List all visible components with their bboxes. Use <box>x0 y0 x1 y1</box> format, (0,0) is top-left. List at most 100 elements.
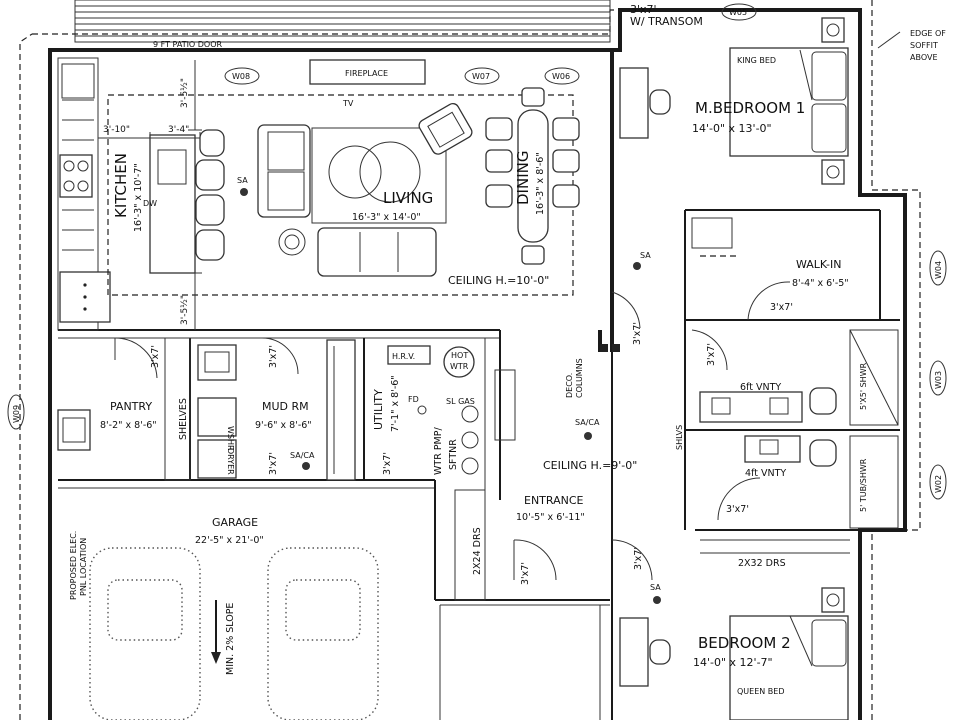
dryer-label: DRYER <box>226 448 235 475</box>
walkin-size: 8'-4" x 6'-5" <box>792 278 849 289</box>
kitchen-island <box>149 129 225 274</box>
kitchen-cabinets <box>57 57 99 331</box>
master-bed <box>619 17 849 185</box>
dimension-lines <box>97 60 202 330</box>
garage-size: 22'-5" x 21'-0" <box>195 535 264 546</box>
sa-ca-label-mud: SA/CA <box>290 451 315 460</box>
bedroom2-name: BEDROOM 2 <box>698 634 791 652</box>
ceiling-height-main: CEILING H.=10'-0" <box>448 274 549 287</box>
living-name: LIVING <box>383 189 433 207</box>
vanity-4ft-label: 4ft VNTY <box>745 468 786 479</box>
pantry-fixtures <box>57 337 191 481</box>
garage-cars <box>89 547 379 720</box>
dining-table <box>485 87 580 265</box>
dim-island-bottom: 3'-5½" <box>180 295 190 325</box>
fridge <box>59 271 111 323</box>
dim-island-top: 3'-5½" <box>180 78 190 108</box>
pantry-size: 8'-2" x 8'-6" <box>100 420 157 431</box>
soffit-leader <box>877 31 901 49</box>
window-tags <box>7 3 947 500</box>
closet2-doors-label: 2X32 DRS <box>738 558 786 569</box>
master-bedroom-size: 14'-0" x 13'-0" <box>692 122 772 135</box>
walkin-closet <box>691 217 791 321</box>
window-tag-w04: W04 <box>934 261 943 279</box>
columns-label: COLUMNS <box>575 358 584 398</box>
tv-label: TV <box>342 99 354 108</box>
utility-door-size: 3'x7' <box>382 452 393 475</box>
shower-label: 5'X5' SHWR <box>859 362 868 410</box>
water-pump-label: WTR PMP/ <box>433 427 444 475</box>
electrical-panel-label-2: PNL LOCATION <box>79 538 88 596</box>
softener-label: SFTNR <box>448 439 459 470</box>
sa-label-living: SA <box>237 176 248 185</box>
soffit-note-2: SOFFIT <box>910 41 938 50</box>
utility-name: UTILITY <box>372 389 385 430</box>
bath2-door-size: 3'x7' <box>726 504 749 515</box>
window-tag-w05: W05 <box>729 8 747 17</box>
fireplace-label: FIREPLACE <box>345 69 388 78</box>
closet-doors-label: 2X24 DRS <box>472 527 483 575</box>
dim-island-width: 3'-4" <box>168 125 189 135</box>
mudroom-size: 9'-6" x 8'-6" <box>255 420 312 431</box>
walkin-door-size: 3'x7' <box>770 302 793 313</box>
hrv-label: H.R.V. <box>392 352 415 361</box>
hot-water-label-2: WTR <box>450 362 469 371</box>
window-tag-w06: W06 <box>552 72 570 81</box>
range-cooktop <box>59 154 93 198</box>
walkin-name: WALK-IN <box>796 258 841 271</box>
window-tag-w02: W02 <box>934 475 943 493</box>
bed2-door-size: 3'x7' <box>633 547 644 570</box>
sa-label-bed2: SA <box>650 583 661 592</box>
vanity-6ft-label: 6ft VNTY <box>740 382 781 393</box>
window-tag-w03: W03 <box>934 371 943 389</box>
dim-kitchen-width: 3'-10" <box>103 125 130 135</box>
window-tag-w08: W08 <box>232 72 250 81</box>
floor-drain-label: FD <box>408 395 419 404</box>
shelves-label: SHELVES <box>178 398 189 440</box>
dishwasher-label: DW <box>143 199 157 208</box>
kitchen-size: 16'-3" x 10'-7" <box>133 163 144 232</box>
kitchen-name: KITCHEN <box>112 153 130 218</box>
sa-label-hall: SA <box>640 251 651 260</box>
bedroom2-size: 14'-0" x 12'-7" <box>693 656 773 669</box>
ceiling-height-entry: CEILING H.=9'-0" <box>543 459 637 472</box>
garage-name: GARAGE <box>212 516 258 529</box>
pantry-door-size: 3'x7' <box>150 345 161 368</box>
dining-size: 16'-3" x 8'-6" <box>535 152 546 215</box>
deco-label: DECO. <box>565 373 574 398</box>
utility-equipment <box>387 345 516 475</box>
smoke-alarms <box>240 188 661 604</box>
fireplace <box>309 59 426 85</box>
garage-slope-label: MIN. 2% SLOPE <box>225 603 236 675</box>
transom-label: W/ TRANSOM <box>630 15 703 28</box>
living-size: 16'-3" x 14'-0" <box>352 212 421 223</box>
shelves-hall-label: SHLVS <box>675 425 684 450</box>
utility-size: 7'-1" x 8'-6" <box>390 375 401 432</box>
entrance-fixtures <box>454 291 641 601</box>
electrical-panel-label-1: PROPOSED ELEC. <box>69 531 78 600</box>
interior-walls <box>58 209 900 720</box>
mud-garage-door-size: 3'x7' <box>268 452 279 475</box>
hot-water-label-1: HOT <box>451 351 468 360</box>
entrance-size: 10'-5" x 6'-11" <box>516 512 585 523</box>
mudroom-door-size: 3'x7' <box>268 345 279 368</box>
sa-ca-label-entry: SA/CA <box>575 418 600 427</box>
king-bed-label: KING BED <box>737 56 776 65</box>
bath-door-size: 3'x7' <box>706 343 717 366</box>
entrance-name: ENTRANCE <box>524 494 584 507</box>
window-tag-w07: W07 <box>472 72 490 81</box>
soffit-note-3: ABOVE <box>910 53 938 62</box>
entry-door-size: 3'x7' <box>520 562 531 585</box>
window-tag-w09: W09 <box>12 405 21 423</box>
patio-door-label: 9 FT PATIO DOOR <box>153 40 223 49</box>
mudroom-name: MUD RM <box>262 400 309 413</box>
tub-shower-label: 5' TUB/SHWR <box>859 458 868 512</box>
hall-door-size: 3'x7' <box>632 322 643 345</box>
dining-name: DINING <box>514 151 532 205</box>
living-furniture <box>257 102 473 277</box>
washer-label: WSHR <box>226 426 235 451</box>
patio-deck <box>74 0 611 43</box>
bedroom2-fixtures <box>611 539 849 720</box>
master-bedroom-name: M.BEDROOM 1 <box>695 99 805 117</box>
